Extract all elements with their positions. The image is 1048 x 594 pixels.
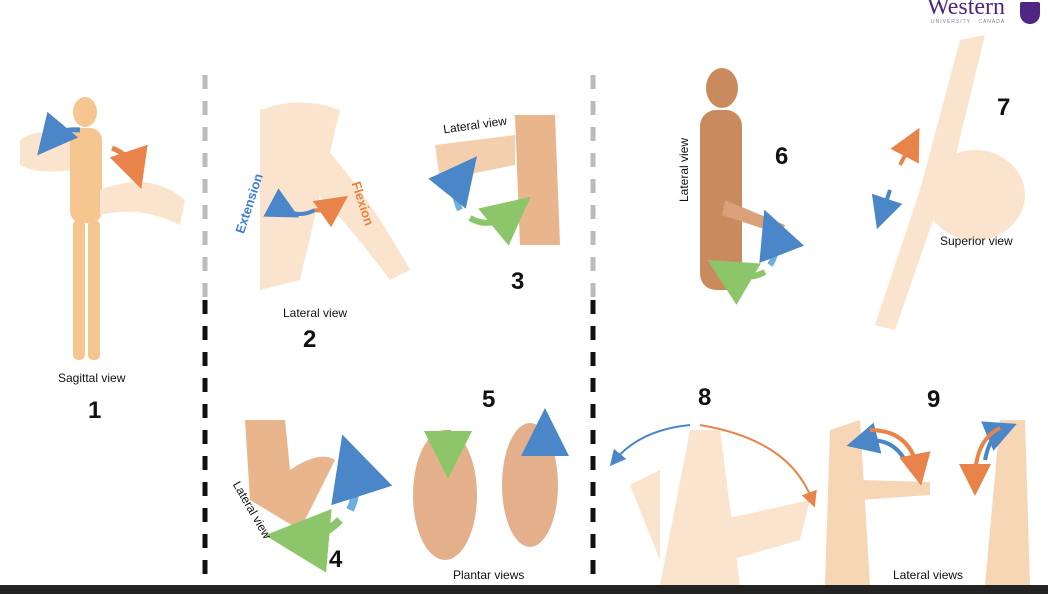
p5-view-label: Plantar views [453,568,525,582]
p1-number: 1 [88,397,102,424]
logo-subtitle: UNIVERSITY · CANADA [931,19,1006,25]
figure-9-hands-lateral [825,420,1030,585]
p3-number: 3 [511,268,525,295]
figure-7-arm-superior [871,35,1025,330]
crest-icon [1020,2,1040,24]
figure-1-standing-body [20,97,185,360]
p5-number: 5 [482,386,496,413]
western-university-logo: Western UNIVERSITY · CANADA [925,0,1045,28]
bottom-bar [0,585,1048,594]
p4-number: 4 [329,546,343,573]
p7-number: 7 [997,94,1011,121]
figure-5-plantar-feet [413,408,569,560]
logo-wordmark: Western [927,0,1006,20]
figure-3-knee-leg [428,115,560,246]
p9-view-label: Lateral views [893,568,964,582]
p9-number: 9 [927,386,941,413]
p2-view-label: Lateral view [283,306,348,320]
p6-view-label: Lateral view [677,137,692,203]
figure-8-hand-abduction [609,424,817,585]
figure-2-hip-legs [260,102,410,290]
figure-4-ankle [245,420,393,573]
p6-number: 6 [775,143,789,170]
p2-number: 2 [303,326,317,353]
p7-view-label: Superior view [940,234,1013,248]
figure-6-woman-shoulder [700,68,805,305]
p1-view-label: Sagittal view [58,371,126,385]
p8-number: 8 [698,384,712,411]
